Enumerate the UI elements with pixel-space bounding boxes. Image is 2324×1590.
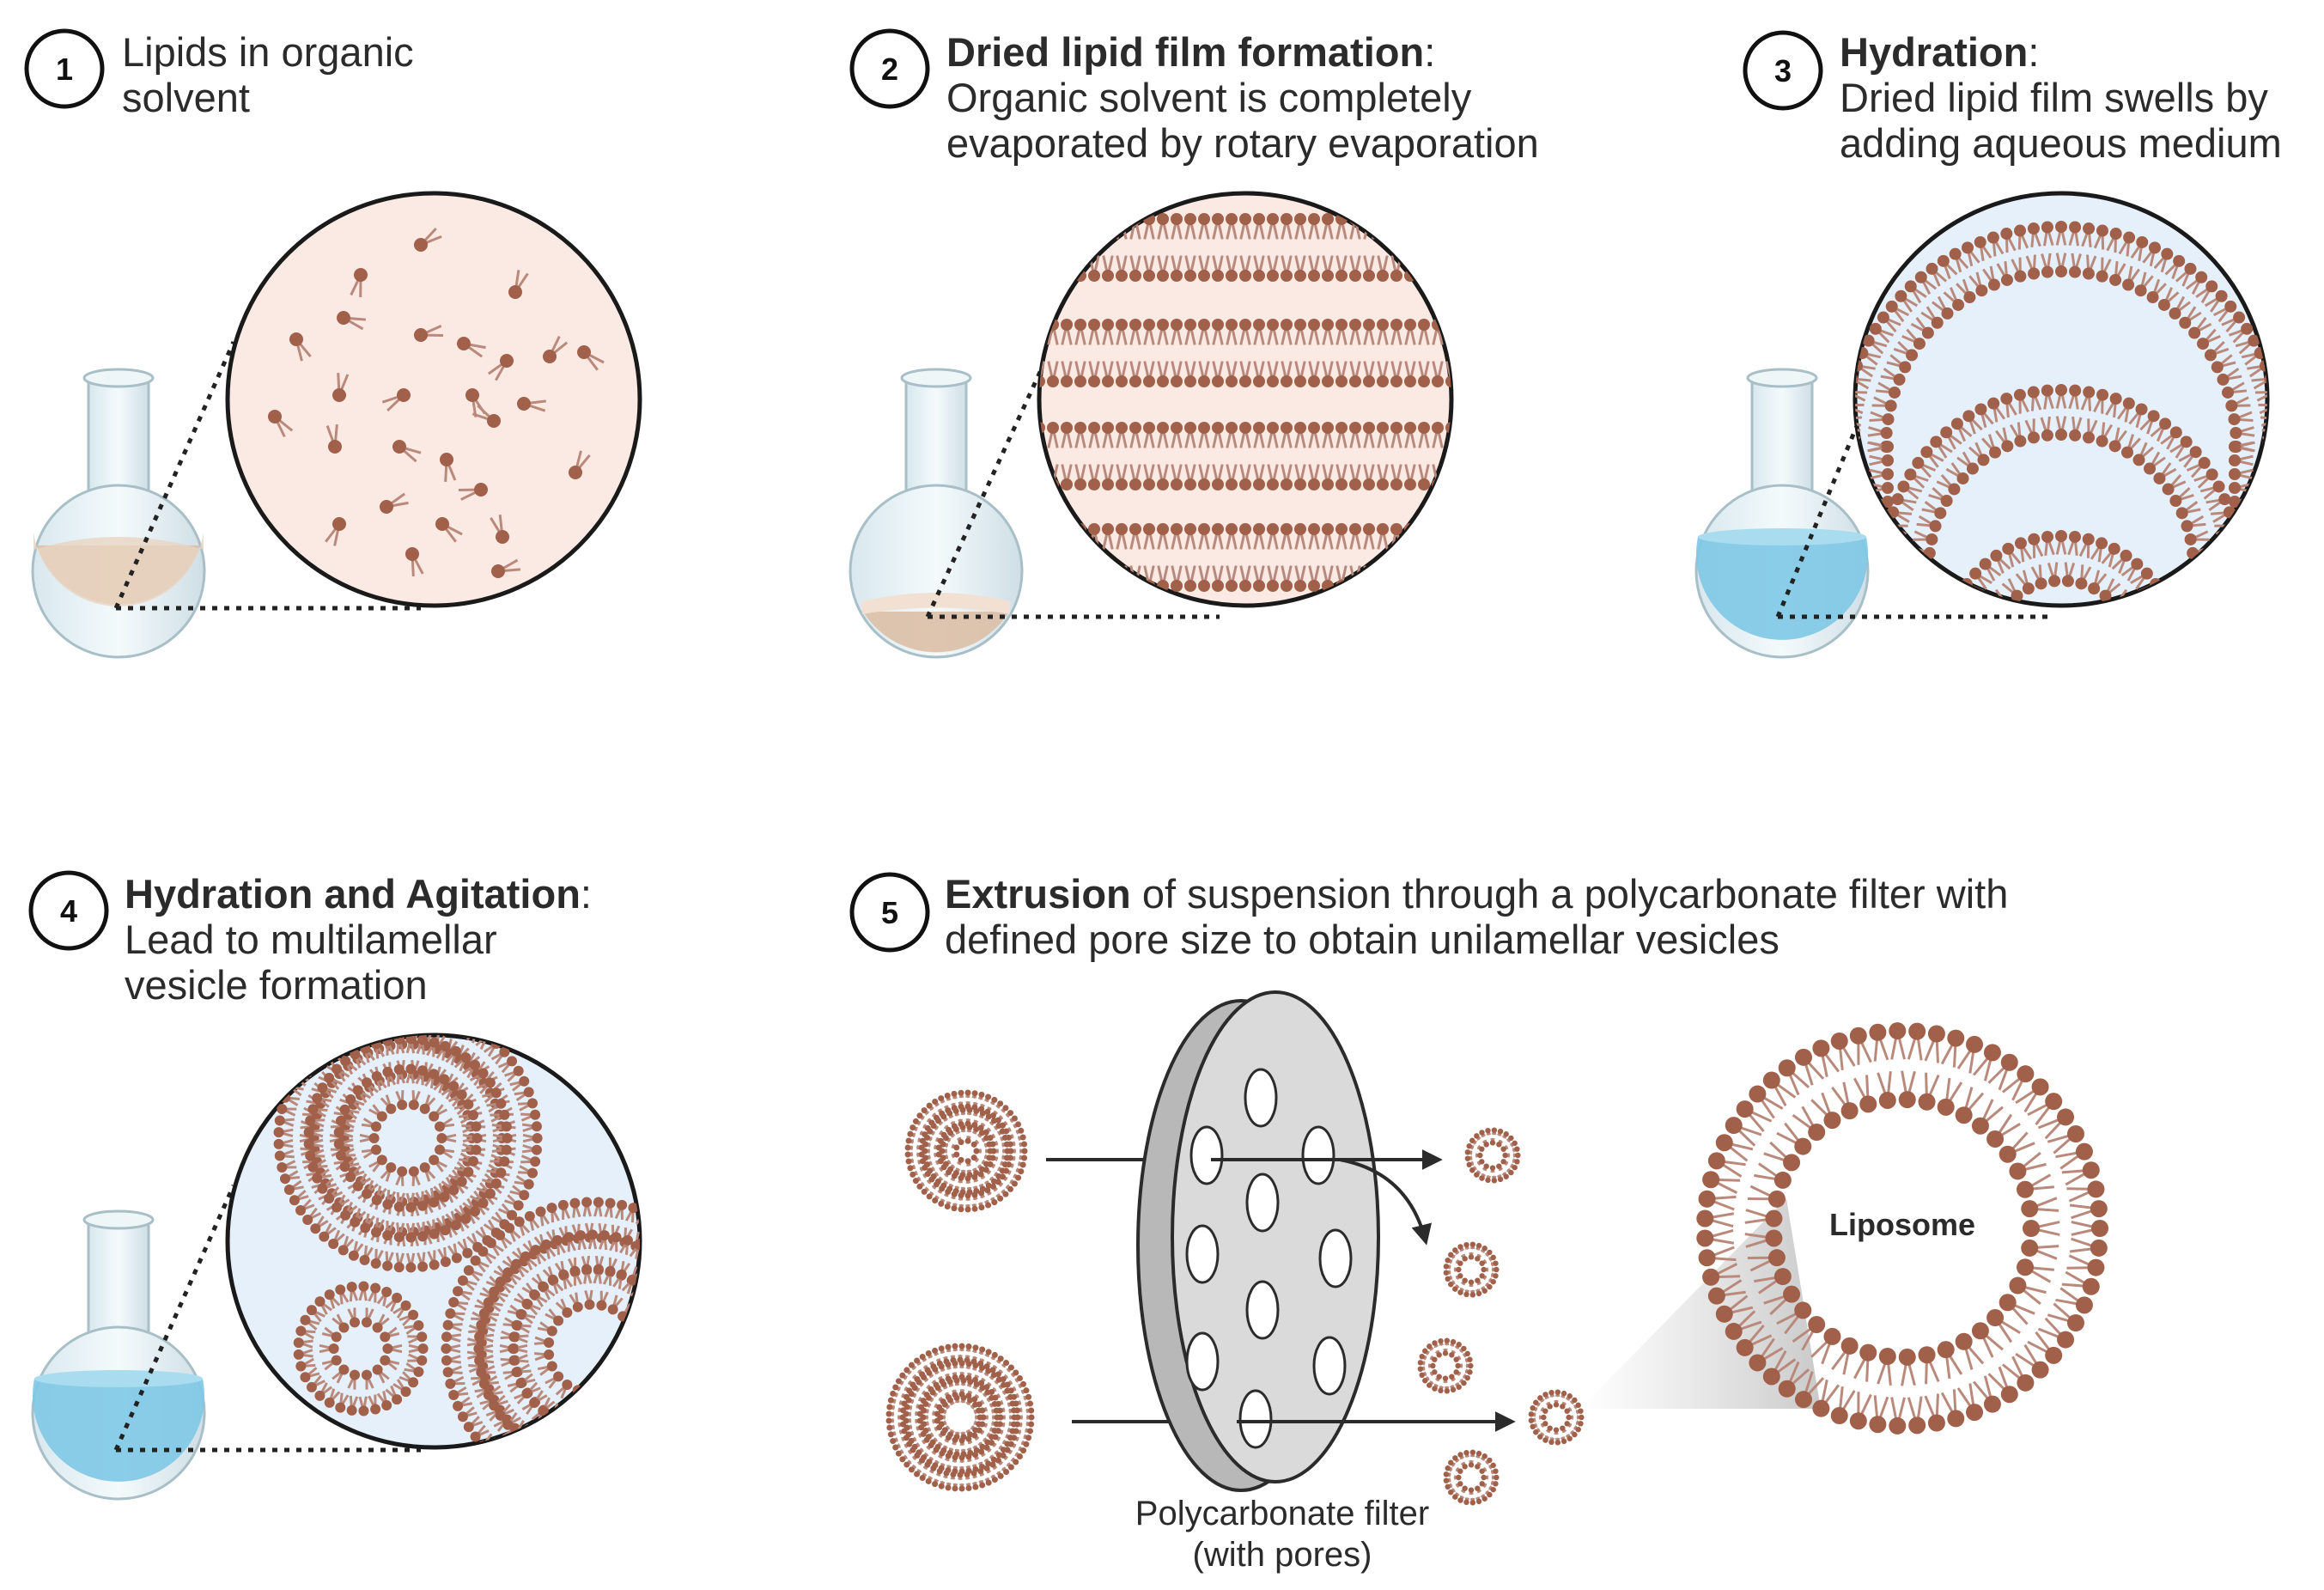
filter-label-line-1: Polycarbonate filter — [1135, 1495, 1429, 1532]
liposome-zoom — [1696, 1022, 2108, 1435]
step-5-title: Extrusion of suspension through a polyca… — [945, 871, 2008, 917]
polycarbonate-filter — [1136, 990, 1380, 1492]
step-number-badge — [28, 870, 109, 951]
flask-organic-solvent — [31, 368, 206, 659]
panel-4 — [31, 1033, 642, 1501]
zoom-circle-solvent — [225, 191, 642, 608]
flask-dried-film — [849, 368, 1024, 659]
step-3-label: 3 Hydration: Dried lipid film swells by … — [1743, 29, 2282, 166]
panel-5: Liposome Polycarbonate filter (with pore… — [885, 990, 2108, 1574]
panel-2 — [849, 191, 1454, 659]
step-2-label: 2 Dried lipid film formation: Organic so… — [849, 28, 1539, 166]
step-1-line-1: Lipids in organic — [122, 29, 414, 75]
panel-1 — [31, 191, 642, 659]
flask-aqueous — [1694, 368, 1870, 659]
step-2-line-2: evaporated by rotary evaporation — [946, 120, 1539, 166]
step-5-line-1: defined pore size to obtain unilamellar … — [945, 917, 1780, 962]
step-4-line-1: Lead to multilamellar — [125, 917, 497, 962]
step-1-line-2: solvent — [122, 75, 250, 120]
step-1-label: 1 Lipids in organic solvent — [24, 28, 414, 120]
step-2-line-1: Organic solvent is completely — [946, 75, 1472, 120]
step-3-line-2: adding aqueous medium — [1840, 120, 2282, 166]
step-number: 2 — [881, 52, 898, 87]
step-4-line-2: vesicle formation — [125, 962, 428, 1008]
unilamellar-vesicles — [1417, 1127, 1585, 1506]
zoom-circle-hydration — [1853, 191, 2270, 608]
filter-pores — [1185, 1068, 1353, 1449]
zoom-circle-dried-film — [1037, 191, 1454, 608]
step-number: 5 — [881, 895, 898, 930]
multilamellar-vesicle — [904, 1089, 1028, 1213]
arrow-deflected — [1339, 1158, 1432, 1246]
flask-aqueous — [31, 1209, 206, 1501]
step-number-badge — [24, 28, 105, 109]
liposome-label: Liposome — [1829, 1207, 1975, 1242]
filter-label-line-2: (with pores) — [1193, 1536, 1372, 1574]
step-3-title: Hydration: — [1840, 29, 2039, 75]
step-number: 3 — [1774, 53, 1792, 88]
free-lipid-molecules — [268, 227, 605, 578]
step-4-title: Hydration and Agitation: — [125, 871, 592, 917]
zoom-guide — [113, 1184, 236, 1452]
step-2-title: Dried lipid film formation: — [946, 29, 1435, 75]
step-3-line-1: Dried lipid film swells by — [1840, 75, 2268, 120]
step-number-badge — [849, 28, 930, 109]
zoom-cone — [1580, 1198, 1821, 1409]
step-number: 1 — [56, 52, 73, 87]
step-number-badge — [849, 872, 930, 953]
step-number: 4 — [60, 893, 77, 929]
multilamellar-vesicle — [885, 1343, 1035, 1492]
step-4-label: 4 Hydration and Agitation: Lead to multi… — [28, 870, 592, 1008]
panel-3 — [1694, 191, 2270, 659]
zoom-guide — [113, 340, 236, 610]
step-5-label: 5 Extrusion of suspension through a poly… — [849, 871, 2008, 962]
zoom-guide — [1775, 326, 1901, 618]
step-number-badge — [1743, 30, 1823, 111]
